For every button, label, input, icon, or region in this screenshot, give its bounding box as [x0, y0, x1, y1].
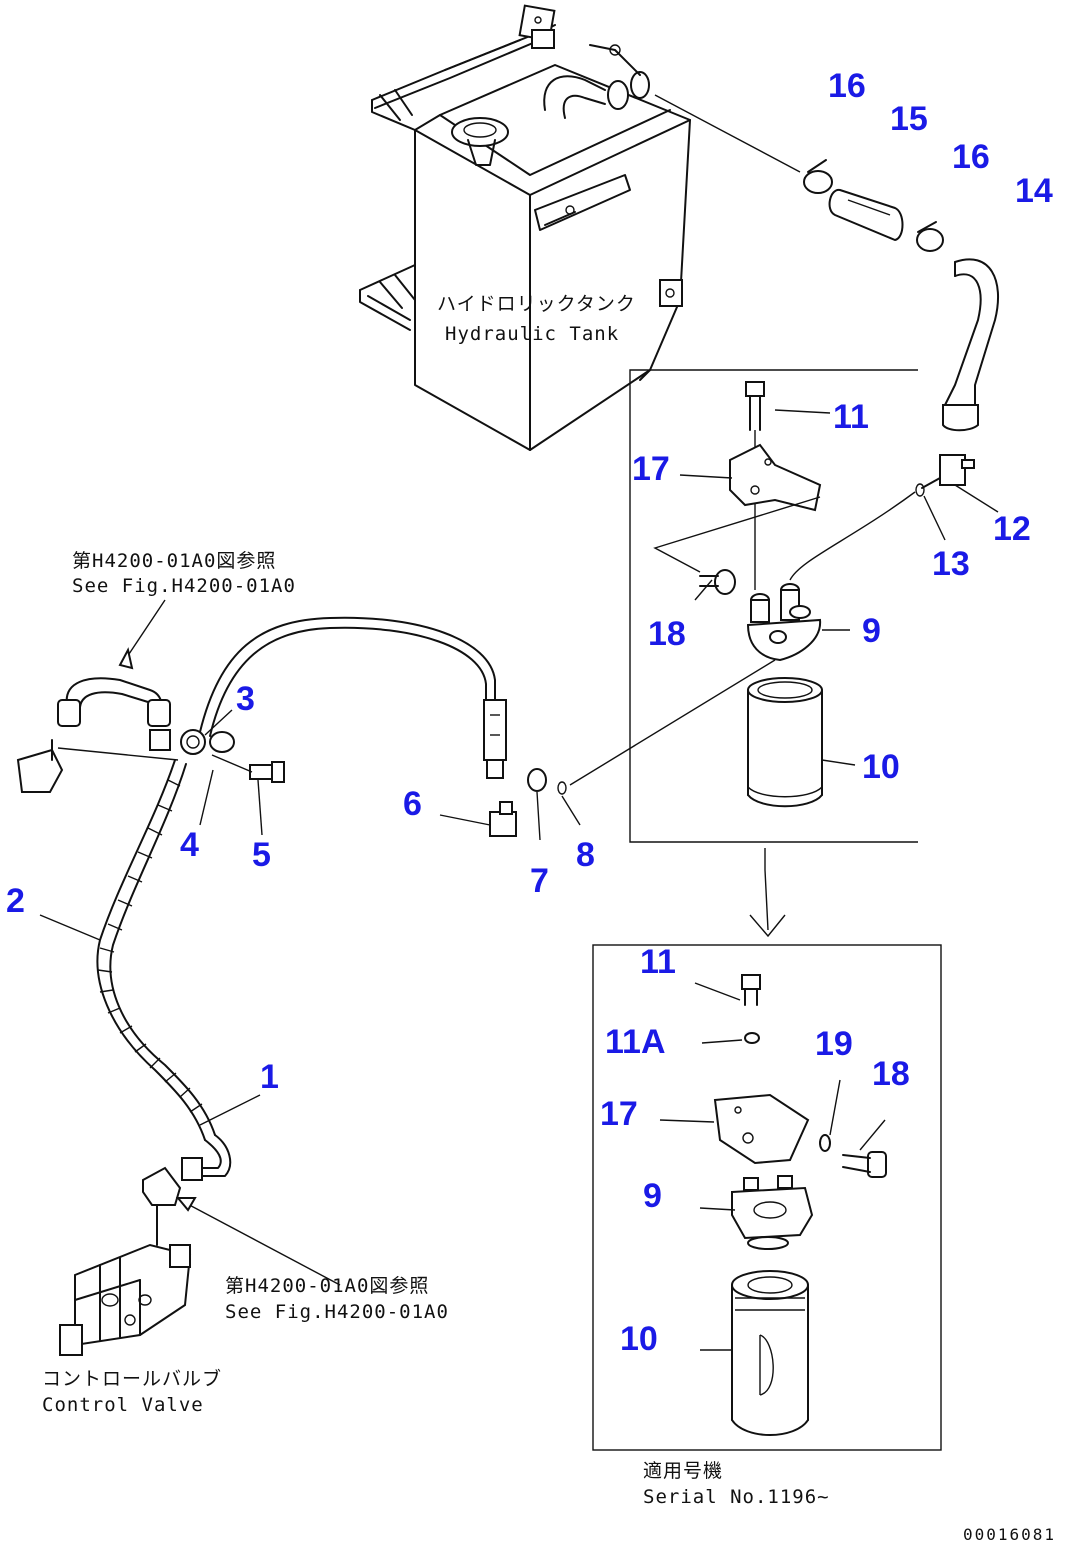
part-number-9-lower: 9 — [643, 1177, 662, 1215]
part-number-15: 15 — [890, 100, 928, 138]
o-ring-13 — [915, 483, 946, 541]
bracket-17-lower — [659, 1093, 810, 1165]
tube-to-fitting-6 — [199, 616, 507, 779]
valve-caption-en: Control Valve — [42, 1394, 204, 1416]
part-number-8: 8 — [576, 836, 595, 874]
serial-caption-en: Serial No.1196~ — [643, 1486, 830, 1508]
fitting-6 — [439, 801, 517, 837]
fitting-12 — [921, 454, 999, 513]
filter-head-9-upper — [746, 583, 850, 662]
bolt-18-lower — [842, 1119, 887, 1178]
part-number-12: 12 — [993, 510, 1031, 548]
part-number-4: 4 — [180, 826, 199, 864]
washer-19 — [819, 1079, 841, 1152]
hose-14 — [942, 258, 1000, 432]
hose-clamp-16-b — [916, 221, 944, 252]
part-number-9-upper: 9 — [862, 612, 881, 650]
part-number-11a: 11A — [605, 1023, 666, 1061]
part-number-7: 7 — [530, 862, 549, 900]
hydraulic-tank — [359, 4, 801, 451]
filter-head-9-lower — [699, 1175, 814, 1250]
part-number-11-lower: 11 — [640, 943, 676, 981]
serial-caption-jp: 適用号機 — [643, 1460, 723, 1482]
valve-caption-jp: コントロールバルブ — [42, 1367, 222, 1390]
fig-ref-lower-jp: 第H4200-01A0図参照 — [225, 1275, 429, 1297]
tank-caption-en: Hydraulic Tank — [445, 323, 619, 345]
hose-2 — [39, 759, 216, 1141]
bolt-18-upper — [694, 569, 736, 601]
drawing-code: 00016081 — [963, 1525, 1056, 1544]
part-number-11-upper: 11 — [833, 398, 869, 436]
elbow-3 — [180, 709, 233, 755]
nut-7 — [527, 768, 547, 841]
part-number-10-lower: 10 — [620, 1320, 658, 1358]
lower-inset-frame — [592, 944, 942, 1451]
hose-1 — [181, 1094, 261, 1181]
part-number-16-a: 16 — [828, 67, 866, 105]
part-number-10-upper: 10 — [862, 748, 900, 786]
return-line-assembly-upper — [16, 599, 179, 793]
tank-caption-jp: ハイドロリックタンク — [437, 293, 636, 315]
o-ring-8 — [557, 781, 581, 826]
part-number-2: 2 — [6, 882, 25, 920]
part-number-5: 5 — [252, 836, 271, 874]
filter-element-10-upper — [747, 677, 856, 808]
part-number-1: 1 — [260, 1058, 279, 1096]
fig-ref-lower-en: See Fig.H4200-01A0 — [225, 1301, 449, 1323]
arrow-to-lower-inset — [764, 848, 769, 931]
fig-ref-upper-jp: 第H4200-01A0図参照 — [72, 550, 276, 572]
part-number-16-b: 16 — [952, 138, 990, 176]
hose-15 — [828, 188, 904, 242]
upper-inset-frame — [629, 369, 918, 843]
elbow-at-valve — [142, 1166, 341, 1286]
filter-element-10-lower — [700, 1270, 809, 1436]
plug-5 — [249, 761, 285, 836]
part-number-13: 13 — [932, 545, 970, 583]
bracket-17-upper — [679, 443, 822, 512]
part-number-6: 6 — [403, 785, 422, 823]
o-ring-4 — [199, 731, 235, 826]
part-number-18-lower: 18 — [872, 1055, 910, 1093]
part-number-17-lower: 17 — [600, 1095, 638, 1133]
control-valve — [59, 1243, 192, 1356]
fig-ref-upper-en: See Fig.H4200-01A0 — [72, 575, 296, 597]
washer-11a — [701, 1032, 760, 1044]
bolt-11-lower — [694, 974, 761, 1006]
part-number-19: 19 — [815, 1025, 853, 1063]
part-number-14: 14 — [1015, 172, 1053, 210]
hose-clamp-16-a — [803, 159, 833, 194]
part-number-17-upper: 17 — [632, 450, 670, 488]
part-number-3: 3 — [236, 680, 255, 718]
part-number-18-upper: 18 — [648, 615, 686, 653]
